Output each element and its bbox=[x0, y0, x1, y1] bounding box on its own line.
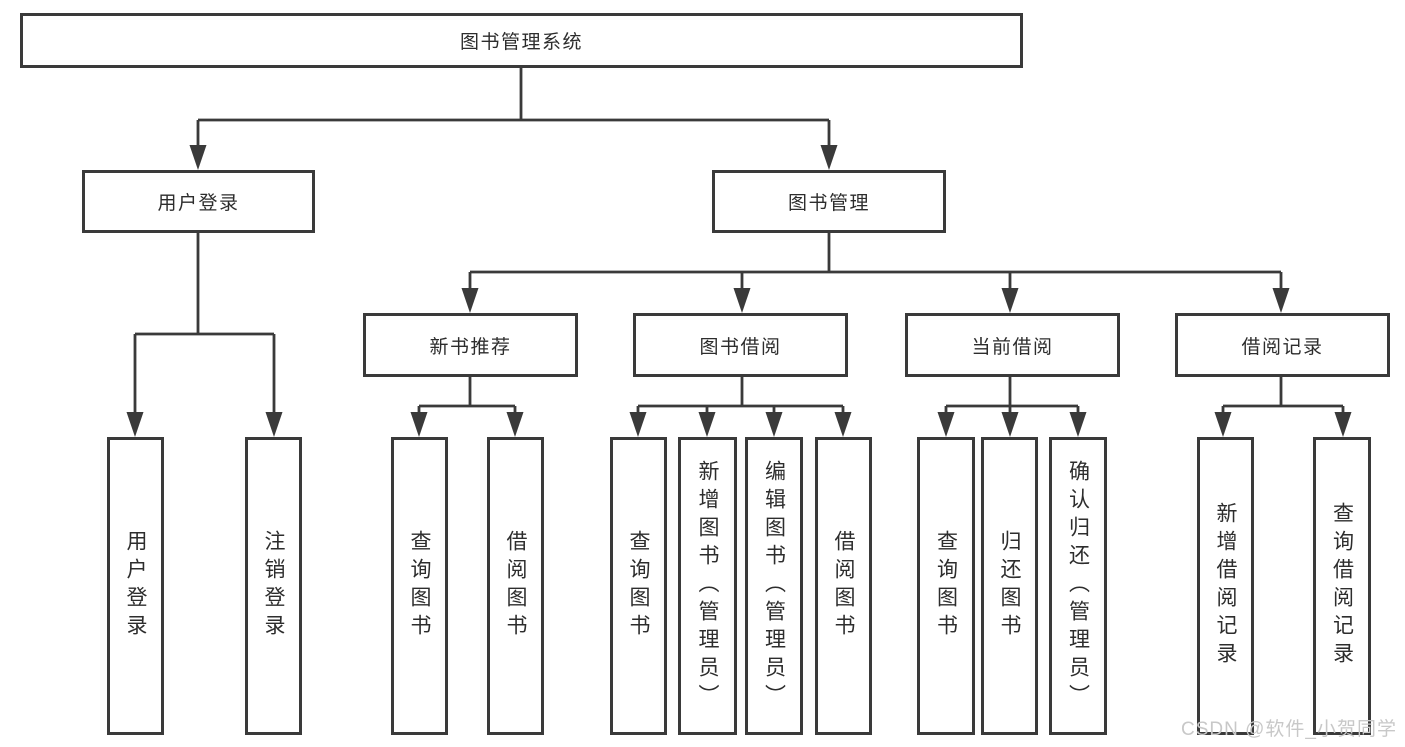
leaf-label: 编辑图书（管理员） bbox=[762, 460, 786, 712]
node-new-book-recommendation: 新书推荐 bbox=[363, 313, 578, 377]
leaf-query-borrow-record: 查询借阅记录 bbox=[1313, 437, 1371, 735]
leaf-label: 查询图书 bbox=[627, 530, 650, 642]
node-label: 借阅记录 bbox=[1241, 336, 1324, 358]
leaf-query-books-recommend: 查询图书 bbox=[391, 437, 448, 735]
node-label: 图书管理系统 bbox=[459, 32, 583, 53]
leaf-add-book-admin: 新增图书（管理员） bbox=[678, 437, 737, 735]
node-label: 当前借阅 bbox=[971, 336, 1054, 358]
node-label: 图书管理 bbox=[787, 193, 870, 214]
leaf-borrow-books-borrowing: 借阅图书 bbox=[815, 437, 872, 735]
node-label: 新书推荐 bbox=[429, 336, 512, 358]
leaf-logout: 注销登录 bbox=[245, 437, 302, 735]
arrowheads bbox=[126, 145, 1352, 437]
leaf-label: 注销登录 bbox=[262, 530, 285, 642]
leaf-query-books-current: 查询图书 bbox=[917, 437, 975, 735]
node-current-borrowing: 当前借阅 bbox=[905, 313, 1120, 377]
node-book-management: 图书管理 bbox=[712, 170, 946, 233]
leaf-label: 确认归还（管理员） bbox=[1066, 460, 1090, 712]
leaf-edit-book-admin: 编辑图书（管理员） bbox=[745, 437, 803, 735]
leaf-label: 查询借阅记录 bbox=[1330, 502, 1354, 670]
leaf-label: 查询图书 bbox=[934, 530, 958, 642]
leaf-add-borrow-record: 新增借阅记录 bbox=[1197, 437, 1254, 735]
leaf-query-books-borrowing: 查询图书 bbox=[610, 437, 667, 735]
leaf-user-login: 用户登录 bbox=[107, 437, 164, 735]
leaf-borrow-books-recommend: 借阅图书 bbox=[487, 437, 544, 735]
node-label: 图书借阅 bbox=[699, 336, 782, 358]
node-book-borrowing: 图书借阅 bbox=[633, 313, 848, 377]
leaf-label: 借阅图书 bbox=[832, 530, 855, 642]
leaf-label: 用户登录 bbox=[124, 530, 147, 642]
leaf-label: 新增图书（管理员） bbox=[696, 460, 719, 712]
leaf-return-books: 归还图书 bbox=[981, 437, 1038, 735]
node-borrowing-records: 借阅记录 bbox=[1175, 313, 1390, 377]
watermark: CSDN @软件_小贺同学 bbox=[1181, 719, 1397, 740]
leaf-label: 新增借阅记录 bbox=[1214, 502, 1237, 670]
leaf-confirm-return-admin: 确认归还（管理员） bbox=[1049, 437, 1107, 735]
node-user-login: 用户登录 bbox=[82, 170, 315, 233]
node-label: 用户登录 bbox=[157, 193, 240, 214]
leaf-label: 归还图书 bbox=[998, 530, 1021, 642]
leaf-label: 查询图书 bbox=[408, 530, 431, 642]
leaf-label: 借阅图书 bbox=[504, 530, 527, 642]
node-book-management-system: 图书管理系统 bbox=[20, 13, 1023, 68]
